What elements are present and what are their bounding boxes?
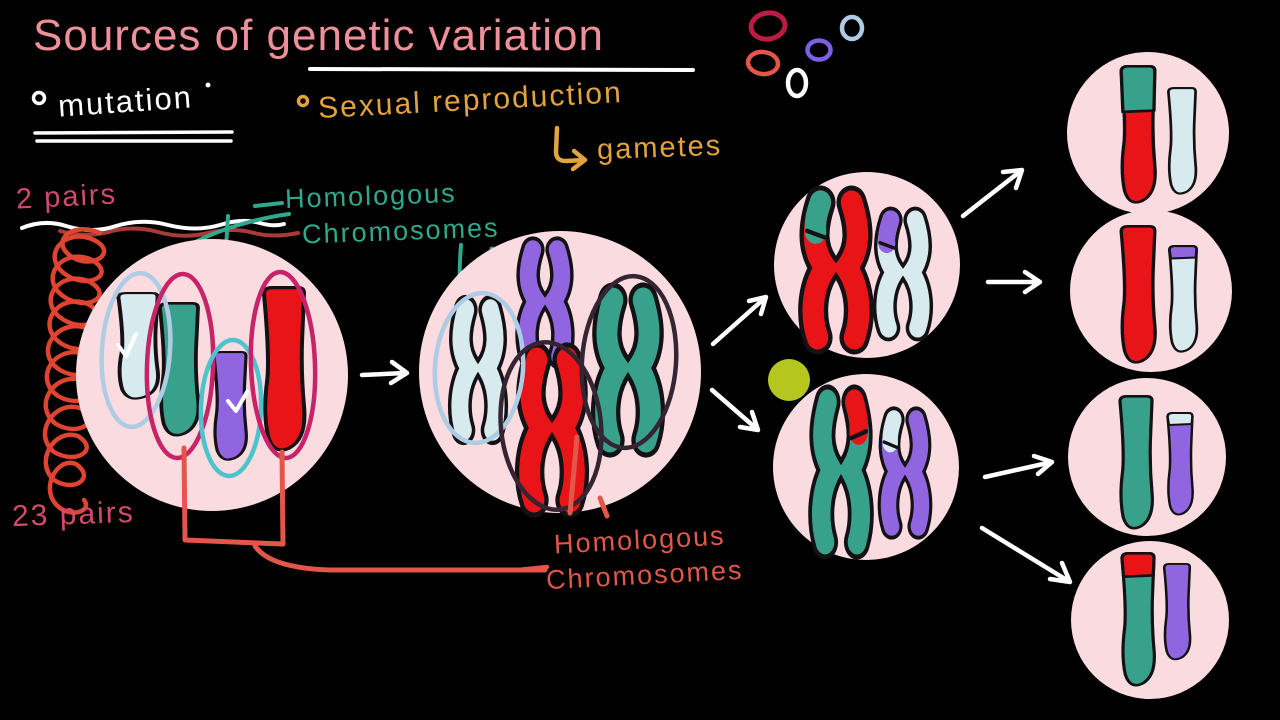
red-wavy-line: [58, 226, 300, 238]
chromatid-purple-lightblue-tip: [1166, 411, 1194, 516]
chromosome-lightblue: [116, 291, 161, 401]
gamete-1: [1067, 52, 1229, 214]
gametes-hook-arrow-icon: [553, 125, 588, 172]
chromatid-teal-red-tip: [1120, 551, 1156, 687]
dna-scribble: [42, 227, 107, 515]
mutation-bullet-icon: [31, 90, 47, 106]
chromatid-purple: [1162, 562, 1192, 661]
pair-loop-cyan: [198, 337, 264, 479]
label-homologous-teal-2: Chromosomes: [301, 212, 501, 250]
meiosis1-bottom-cell: [773, 374, 959, 560]
chromatid-lightblue: [1167, 86, 1198, 195]
label-2-pairs: 2 pairs: [15, 178, 118, 216]
salmon-ring: [745, 49, 781, 77]
x-chromosome-red-teal-tip: [807, 202, 859, 337]
red-pointer-lines: [515, 434, 610, 573]
purple-ring: [805, 38, 833, 62]
white-wavy-line: [20, 218, 286, 232]
chromatid-teal: [1118, 394, 1154, 530]
label-gametes: gametes: [596, 129, 723, 167]
label-homologous-teal-1: Homologous: [284, 178, 458, 214]
pair-loop-paleblue: [432, 290, 526, 446]
label-23-pairs: 23 pairs: [11, 495, 136, 534]
pair-loop-dark: [579, 273, 679, 451]
arrow-bottom-to-gamete3-icon: [982, 453, 1055, 480]
arrow-top-to-gamete2-icon: [985, 269, 1043, 295]
mutation-underline: [33, 130, 234, 143]
chromatid-red: [1119, 224, 1157, 364]
arrow-cell2-to-top-icon: [710, 294, 769, 347]
pair-loop-dark: [498, 340, 604, 512]
pairs-bracket-line: [181, 445, 548, 573]
title-underline: [308, 67, 695, 72]
arrow-cell2-to-bottom-icon: [709, 387, 761, 433]
checkmark-icon: [116, 332, 138, 358]
arrow-bottom-to-gamete4-icon: [979, 525, 1073, 585]
gamete-4: [1071, 541, 1229, 699]
bullet-mutation: mutation: [56, 79, 194, 124]
gamete-3: [1068, 378, 1226, 536]
checkmark-icon: [226, 390, 249, 413]
replicated-cell: [419, 231, 701, 515]
chromatid-lightblue-purple-tip: [1168, 244, 1199, 353]
parent-cell: [76, 239, 348, 511]
doodle-rings: [745, 10, 865, 99]
crimson-ring: [748, 10, 788, 42]
arrow-top-to-gamete1-icon: [960, 167, 1025, 219]
pair-loop-paleblue: [99, 270, 173, 430]
sexual-reproduction-bullet-icon: [296, 94, 310, 108]
x-chromosome-purple-lightblue-tip: [884, 420, 921, 527]
x-chromosome-lightblue-purple-tip: [880, 220, 921, 328]
chromatid-red-teal-tip: [1119, 64, 1157, 204]
pale-blue-ring: [839, 14, 865, 42]
pair-loop-crimson: [248, 269, 318, 461]
pen-dot: [205, 82, 211, 88]
white-ring: [785, 67, 809, 99]
meiosis1-top-cell: [774, 172, 960, 358]
pair-loop-crimson: [144, 271, 216, 461]
arrow-cell1-to-cell2-icon: [359, 359, 410, 386]
chromosome-red: [262, 285, 307, 452]
x-chromosome-teal-red-tip: [821, 402, 866, 542]
page-title: Sources of genetic variation: [33, 11, 604, 60]
yellow-dot: [768, 359, 810, 401]
gamete-2: [1070, 210, 1232, 372]
